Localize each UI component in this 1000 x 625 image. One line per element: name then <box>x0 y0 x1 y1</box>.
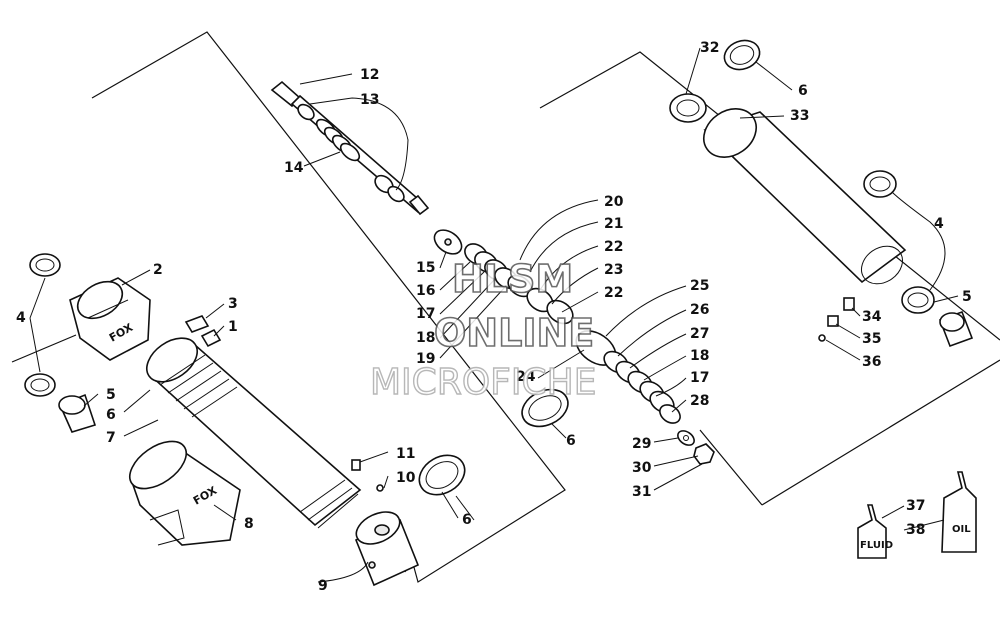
callout: 2 <box>153 262 163 278</box>
callout: 22 <box>604 285 623 301</box>
left-bracket <box>11 334 77 363</box>
callout: 33 <box>790 108 809 124</box>
fluid-label: FLUID <box>860 540 893 551</box>
callout: 16 <box>416 283 435 299</box>
small-parts-10-11 <box>351 459 384 492</box>
callout: 37 <box>906 498 925 514</box>
callout: 29 <box>632 436 651 452</box>
callout: 7 <box>106 430 116 446</box>
callout: 11 <box>396 446 415 462</box>
bushing-left-top <box>29 253 61 277</box>
callout: 1 <box>228 319 238 335</box>
valve-3 <box>184 315 210 333</box>
watermark-line-3: MICROFICHE <box>370 362 596 403</box>
watermark: HLSM ONLINE MICROFICHE <box>369 256 597 404</box>
watermark-line-1: HLSM <box>452 257 573 301</box>
bushing-right-top <box>863 170 897 198</box>
damper-body <box>146 337 362 529</box>
callout: 21 <box>604 216 623 232</box>
callout: 24 <box>516 369 536 385</box>
bushing-left-bottom <box>24 373 56 397</box>
callout: 25 <box>690 278 709 294</box>
callout: 6 <box>566 433 576 449</box>
callout: 36 <box>862 354 881 370</box>
reservoir-cap-32 <box>669 93 707 123</box>
callout: 17 <box>690 370 709 386</box>
callout: 6 <box>798 83 808 99</box>
callout: 27 <box>690 326 709 342</box>
callout: 5 <box>106 387 116 403</box>
seal-ring-top <box>723 39 761 71</box>
callout: 6 <box>106 407 116 423</box>
callout: 13 <box>360 92 379 108</box>
callout: 35 <box>862 331 881 347</box>
sleeve-right <box>938 310 974 348</box>
shaft-spring-coils <box>315 118 361 162</box>
reservoir-body <box>703 108 907 285</box>
callout: 32 <box>700 40 719 56</box>
callout: 10 <box>396 470 416 486</box>
callout: 18 <box>690 348 709 364</box>
callout: 5 <box>962 289 972 305</box>
callout: 18 <box>416 330 435 346</box>
callout: 12 <box>360 67 379 83</box>
right-group-outline <box>539 51 1000 506</box>
callout: 17 <box>416 306 435 322</box>
reservoir-head: FOX <box>69 277 151 361</box>
callout: 38 <box>906 522 925 538</box>
callout: 22 <box>604 239 623 255</box>
leader-lines <box>29 47 959 583</box>
callout: 6 <box>462 512 472 528</box>
piston-stack <box>433 229 715 465</box>
fluid-bottle: FLUID <box>857 504 893 559</box>
seal-ring-mid <box>521 388 569 428</box>
callout: 23 <box>604 262 623 278</box>
oil-bottle: OIL <box>941 471 977 553</box>
callout: 34 <box>862 309 882 325</box>
oil-label: OIL <box>952 524 971 535</box>
end-cap <box>354 511 420 587</box>
callout: 19 <box>416 351 435 367</box>
bushing-right-bottom <box>901 286 935 314</box>
callout: 4 <box>16 310 26 326</box>
spring-cover: FOX <box>129 440 241 546</box>
callout: 9 <box>318 578 328 594</box>
seal-ring-lower <box>418 454 466 496</box>
small-parts-34-36 <box>818 297 855 342</box>
callout: 30 <box>632 460 652 476</box>
callout: 8 <box>244 516 254 532</box>
callout: 28 <box>690 393 709 409</box>
shaft-assembly <box>270 80 430 216</box>
callout: 15 <box>416 260 435 276</box>
watermark-line-2: ONLINE <box>434 311 594 355</box>
callout: 4 <box>934 216 944 232</box>
callout: 31 <box>632 484 651 500</box>
callout-numbers: 1 2 3 4 5 6 7 8 9 10 11 12 13 14 15 16 1… <box>16 40 972 594</box>
callout: 20 <box>604 194 624 210</box>
callout: 3 <box>228 296 238 312</box>
callout: 26 <box>690 302 709 318</box>
callout: 14 <box>284 160 304 176</box>
